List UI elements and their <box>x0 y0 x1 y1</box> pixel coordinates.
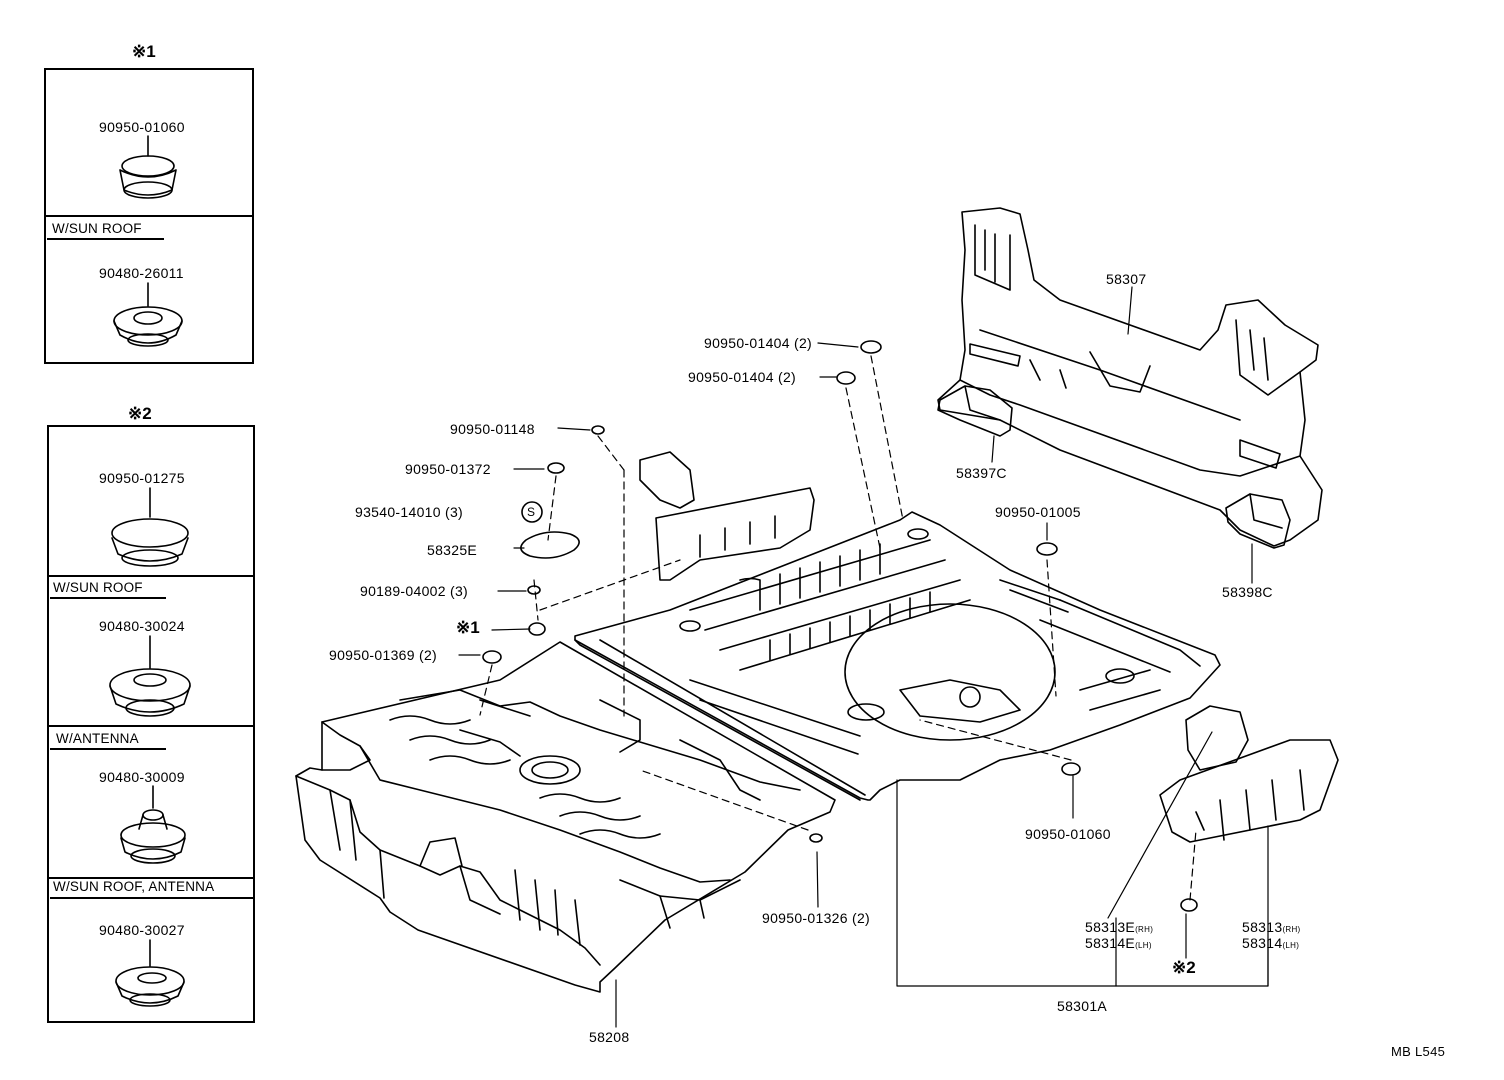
group-2-part-2[interactable]: 90480-30024 <box>99 618 185 634</box>
grommet-ring-icon <box>115 966 185 1007</box>
group-2-part-3[interactable]: 90480-30009 <box>99 769 185 785</box>
group-2-divider-3 <box>49 877 253 879</box>
callout-58313-side: (RH) <box>1282 925 1301 934</box>
callout-58313[interactable]: 58313(RH) <box>1242 919 1301 938</box>
group-2-condition-4: W/SUN ROOF, ANTENNA <box>53 879 215 894</box>
callout-90189-04002[interactable]: 90189-04002 (3) <box>360 583 469 599</box>
diagram-reference-code: MB L545 <box>1391 1044 1446 1059</box>
callout-90950-01005[interactable]: 90950-01005 <box>995 504 1081 520</box>
leader-lines <box>458 286 1269 1028</box>
callout-90950-01060[interactable]: 90950-01060 <box>1025 826 1111 842</box>
group-2-panel <box>47 425 255 1023</box>
grommet-ring-icon <box>109 668 191 717</box>
front-floor-pan <box>295 641 836 993</box>
group-2-condition-4-underline <box>50 897 253 899</box>
group-2-condition-2-underline <box>50 597 166 599</box>
callout-58208[interactable]: 58208 <box>589 1029 630 1045</box>
group-1-condition-2: W/SUN ROOF <box>52 221 142 236</box>
callout-58397C[interactable]: 58397C <box>956 465 1007 481</box>
group-1-part-1[interactable]: 90950-01060 <box>99 119 185 135</box>
callout-58325E[interactable]: 58325E <box>427 542 478 558</box>
callout-90950-01326[interactable]: 90950-01326 (2) <box>762 910 871 926</box>
callout-marker-1[interactable]: ※1 <box>456 618 480 637</box>
plug-grommet-icon <box>119 155 177 199</box>
callout-58307[interactable]: 58307 <box>1106 271 1147 287</box>
callout-90950-01404-a[interactable]: 90950-01404 (2) <box>704 335 813 351</box>
callout-marker-2[interactable]: ※2 <box>1172 958 1196 977</box>
group-2-condition-3: W/ANTENNA <box>56 731 139 746</box>
callout-58314-side: (LH) <box>1282 941 1300 950</box>
callout-90950-01372[interactable]: 90950-01372 <box>405 461 491 477</box>
group-2-part-1[interactable]: 90950-01275 <box>99 470 185 486</box>
dashed-guide-lines <box>479 355 1197 901</box>
callout-58314E[interactable]: 58314E(LH) <box>1085 935 1152 954</box>
callout-90950-01148[interactable]: 90950-01148 <box>450 421 535 437</box>
group-2-marker: ※2 <box>128 404 152 423</box>
callout-90950-01369[interactable]: 90950-01369 (2) <box>329 647 438 663</box>
callout-58301A[interactable]: 58301A <box>1057 998 1108 1014</box>
rear-side-member <box>1159 705 1339 843</box>
group-2-divider-2 <box>49 725 253 727</box>
group-1-divider <box>46 215 252 217</box>
sealant-symbol-icon <box>521 501 543 523</box>
sealant-symbol-label: S <box>527 505 536 519</box>
fastener-symbols <box>482 340 1198 912</box>
plug-grommet-icon <box>111 518 189 567</box>
center-bracket <box>639 451 815 581</box>
antenna-grommet-icon <box>120 809 186 864</box>
callout-58314[interactable]: 58314(LH) <box>1242 935 1299 954</box>
group-1-part-2[interactable]: 90480-26011 <box>99 265 184 281</box>
callout-58314E-code: 58314E <box>1085 935 1136 951</box>
callout-93540-14010[interactable]: 93540-14010 (3) <box>355 504 464 520</box>
rear-upper-panel <box>937 207 1323 547</box>
rear-panel-bracket-left <box>937 385 1013 437</box>
group-2-divider-1 <box>49 575 253 577</box>
rear-floor-pan <box>574 511 1221 801</box>
group-2-condition-3-underline <box>50 748 166 750</box>
callout-58314-code: 58314 <box>1242 935 1283 951</box>
callout-90950-01404-b[interactable]: 90950-01404 (2) <box>688 369 797 385</box>
callout-58313E[interactable]: 58313E(RH) <box>1085 919 1153 938</box>
rear-panel-bracket-right <box>1225 493 1291 549</box>
group-1-condition-underline <box>47 238 164 240</box>
callout-58314E-side: (LH) <box>1135 941 1152 950</box>
callout-58398C[interactable]: 58398C <box>1222 584 1273 600</box>
grommet-ring-icon <box>113 306 183 347</box>
group-1-marker: ※1 <box>132 42 156 61</box>
group-2-part-4[interactable]: 90480-30027 <box>99 922 185 938</box>
callout-58313E-side: (RH) <box>1135 925 1154 934</box>
callout-58313E-code: 58313E <box>1085 919 1136 935</box>
group-1-panel <box>44 68 254 364</box>
group-2-condition-2: W/SUN ROOF <box>53 580 143 595</box>
callout-58313-code: 58313 <box>1242 919 1283 935</box>
